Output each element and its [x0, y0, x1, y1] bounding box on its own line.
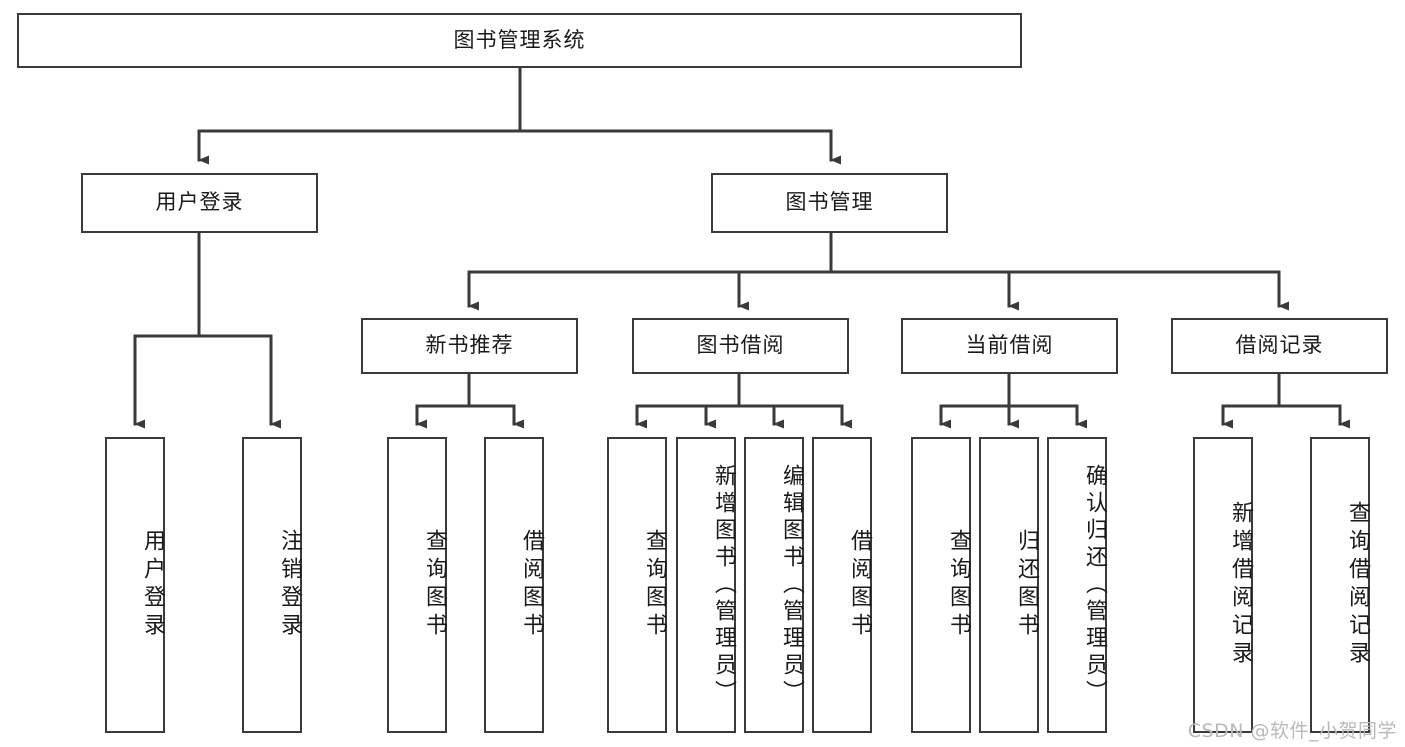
node-leaf-query-book-borrow[interactable]: 查询图书 — [607, 437, 667, 733]
csdn-watermark: CSDN @软件_小贺同学 — [1187, 720, 1397, 742]
node-leaf-borrow-book-recommend[interactable]: 借阅图书 — [484, 437, 544, 733]
node-leaf-logout[interactable]: 注销登录 — [242, 437, 302, 733]
node-borrow-records[interactable]: 借阅记录 — [1171, 318, 1388, 374]
node-user-login[interactable]: 用户登录 — [81, 173, 318, 233]
node-leaf-add-borrow-record[interactable]: 新增借阅记录 — [1193, 437, 1253, 733]
node-leaf-user-login[interactable]: 用户登录 — [105, 437, 165, 733]
node-leaf-confirm-return-admin[interactable]: 确认归还（管理员） — [1047, 437, 1107, 733]
node-leaf-edit-book-admin[interactable]: 编辑图书（管理员） — [744, 437, 804, 733]
node-leaf-query-book-current[interactable]: 查询图书 — [911, 437, 971, 733]
node-leaf-borrow-book[interactable]: 借阅图书 — [812, 437, 872, 733]
node-leaf-add-book-admin[interactable]: 新增图书（管理员） — [676, 437, 736, 733]
node-leaf-query-borrow-record[interactable]: 查询借阅记录 — [1310, 437, 1370, 733]
node-new-book-recommend[interactable]: 新书推荐 — [361, 318, 578, 374]
node-book-borrow[interactable]: 图书借阅 — [632, 318, 849, 374]
node-book-management[interactable]: 图书管理 — [711, 173, 948, 233]
node-current-borrow[interactable]: 当前借阅 — [901, 318, 1118, 374]
node-leaf-return-book[interactable]: 归还图书 — [979, 437, 1039, 733]
node-root-system[interactable]: 图书管理系统 — [17, 13, 1022, 68]
node-leaf-query-book-recommend[interactable]: 查询图书 — [387, 437, 447, 733]
